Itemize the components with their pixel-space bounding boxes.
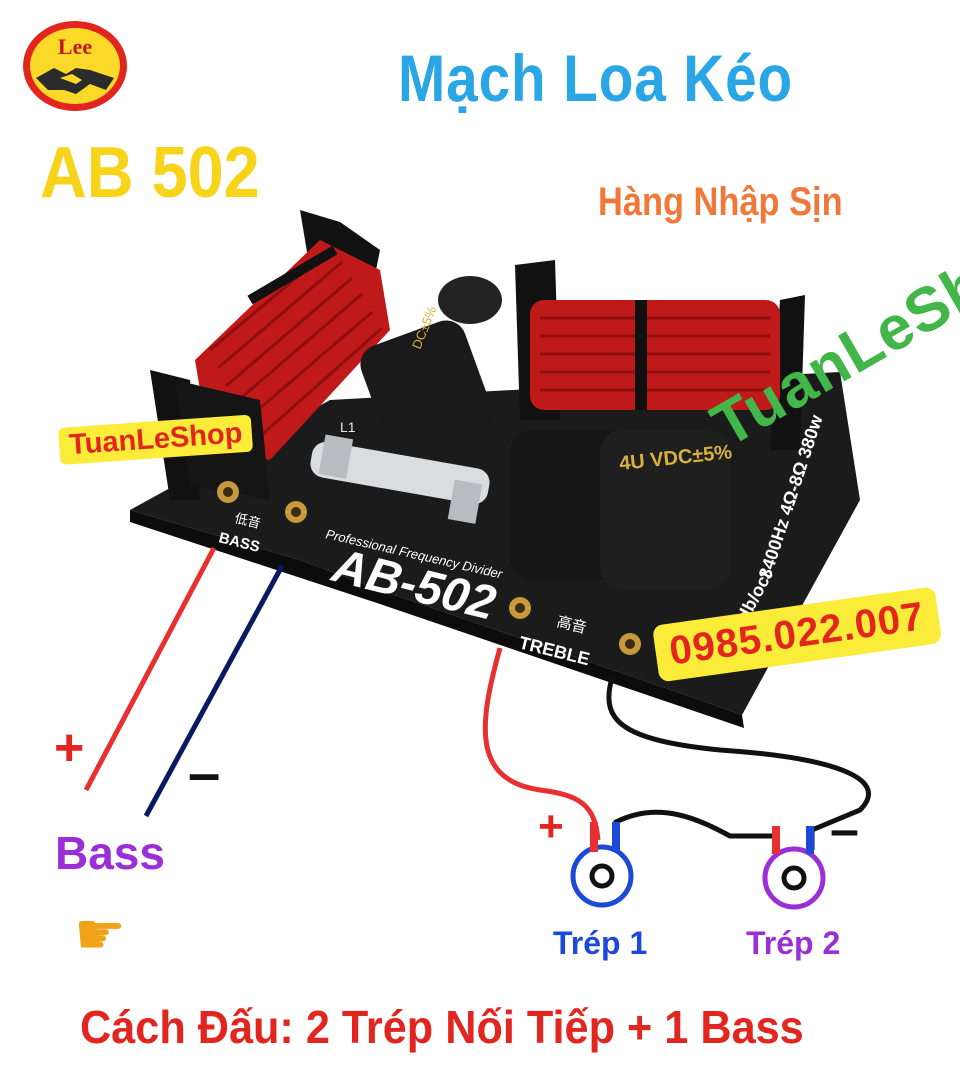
subtitle: Hàng Nhập Sịn [598, 180, 843, 224]
bass-inductor-coil [150, 210, 390, 500]
series-link-wire [613, 809, 779, 850]
bass-plus-sign: + [54, 719, 85, 777]
model-name: AB 502 [40, 133, 260, 213]
treble-plus-sign: + [538, 802, 564, 851]
page-title: Mạch Loa Kéo [398, 41, 794, 115]
bass-label: Bass [55, 827, 165, 879]
bass-cn-print: 低音 [233, 510, 262, 532]
bass-black-wire [143, 564, 285, 818]
bass-red-wire [83, 546, 217, 792]
trep-2-label: Trép 2 [746, 925, 841, 961]
small-capacitor: DC±5% L1 [340, 276, 502, 460]
trep-2-terminal [762, 826, 826, 910]
trep-1-terminal [570, 822, 634, 908]
treble-inductor-coil [515, 260, 805, 450]
wiring-instructions: Cách Đấu: 2 Trép Nối Tiếp + 1 Bass [80, 1001, 804, 1053]
treble-red-wire [482, 647, 601, 841]
large-capacitors: 4U VDC±5% [510, 430, 733, 590]
glass-fuse [310, 434, 490, 524]
treble-black-wire [606, 677, 871, 850]
pointing-hand-icon: ☛ [74, 902, 126, 967]
bass-minus-sign: – [188, 741, 221, 806]
trep-1-label: Trép 1 [553, 925, 648, 961]
treble-minus-sign: – [830, 801, 859, 859]
lee-logo: Lee [23, 21, 127, 111]
logo-text: Lee [58, 34, 92, 59]
l1-label: L1 [340, 419, 356, 435]
